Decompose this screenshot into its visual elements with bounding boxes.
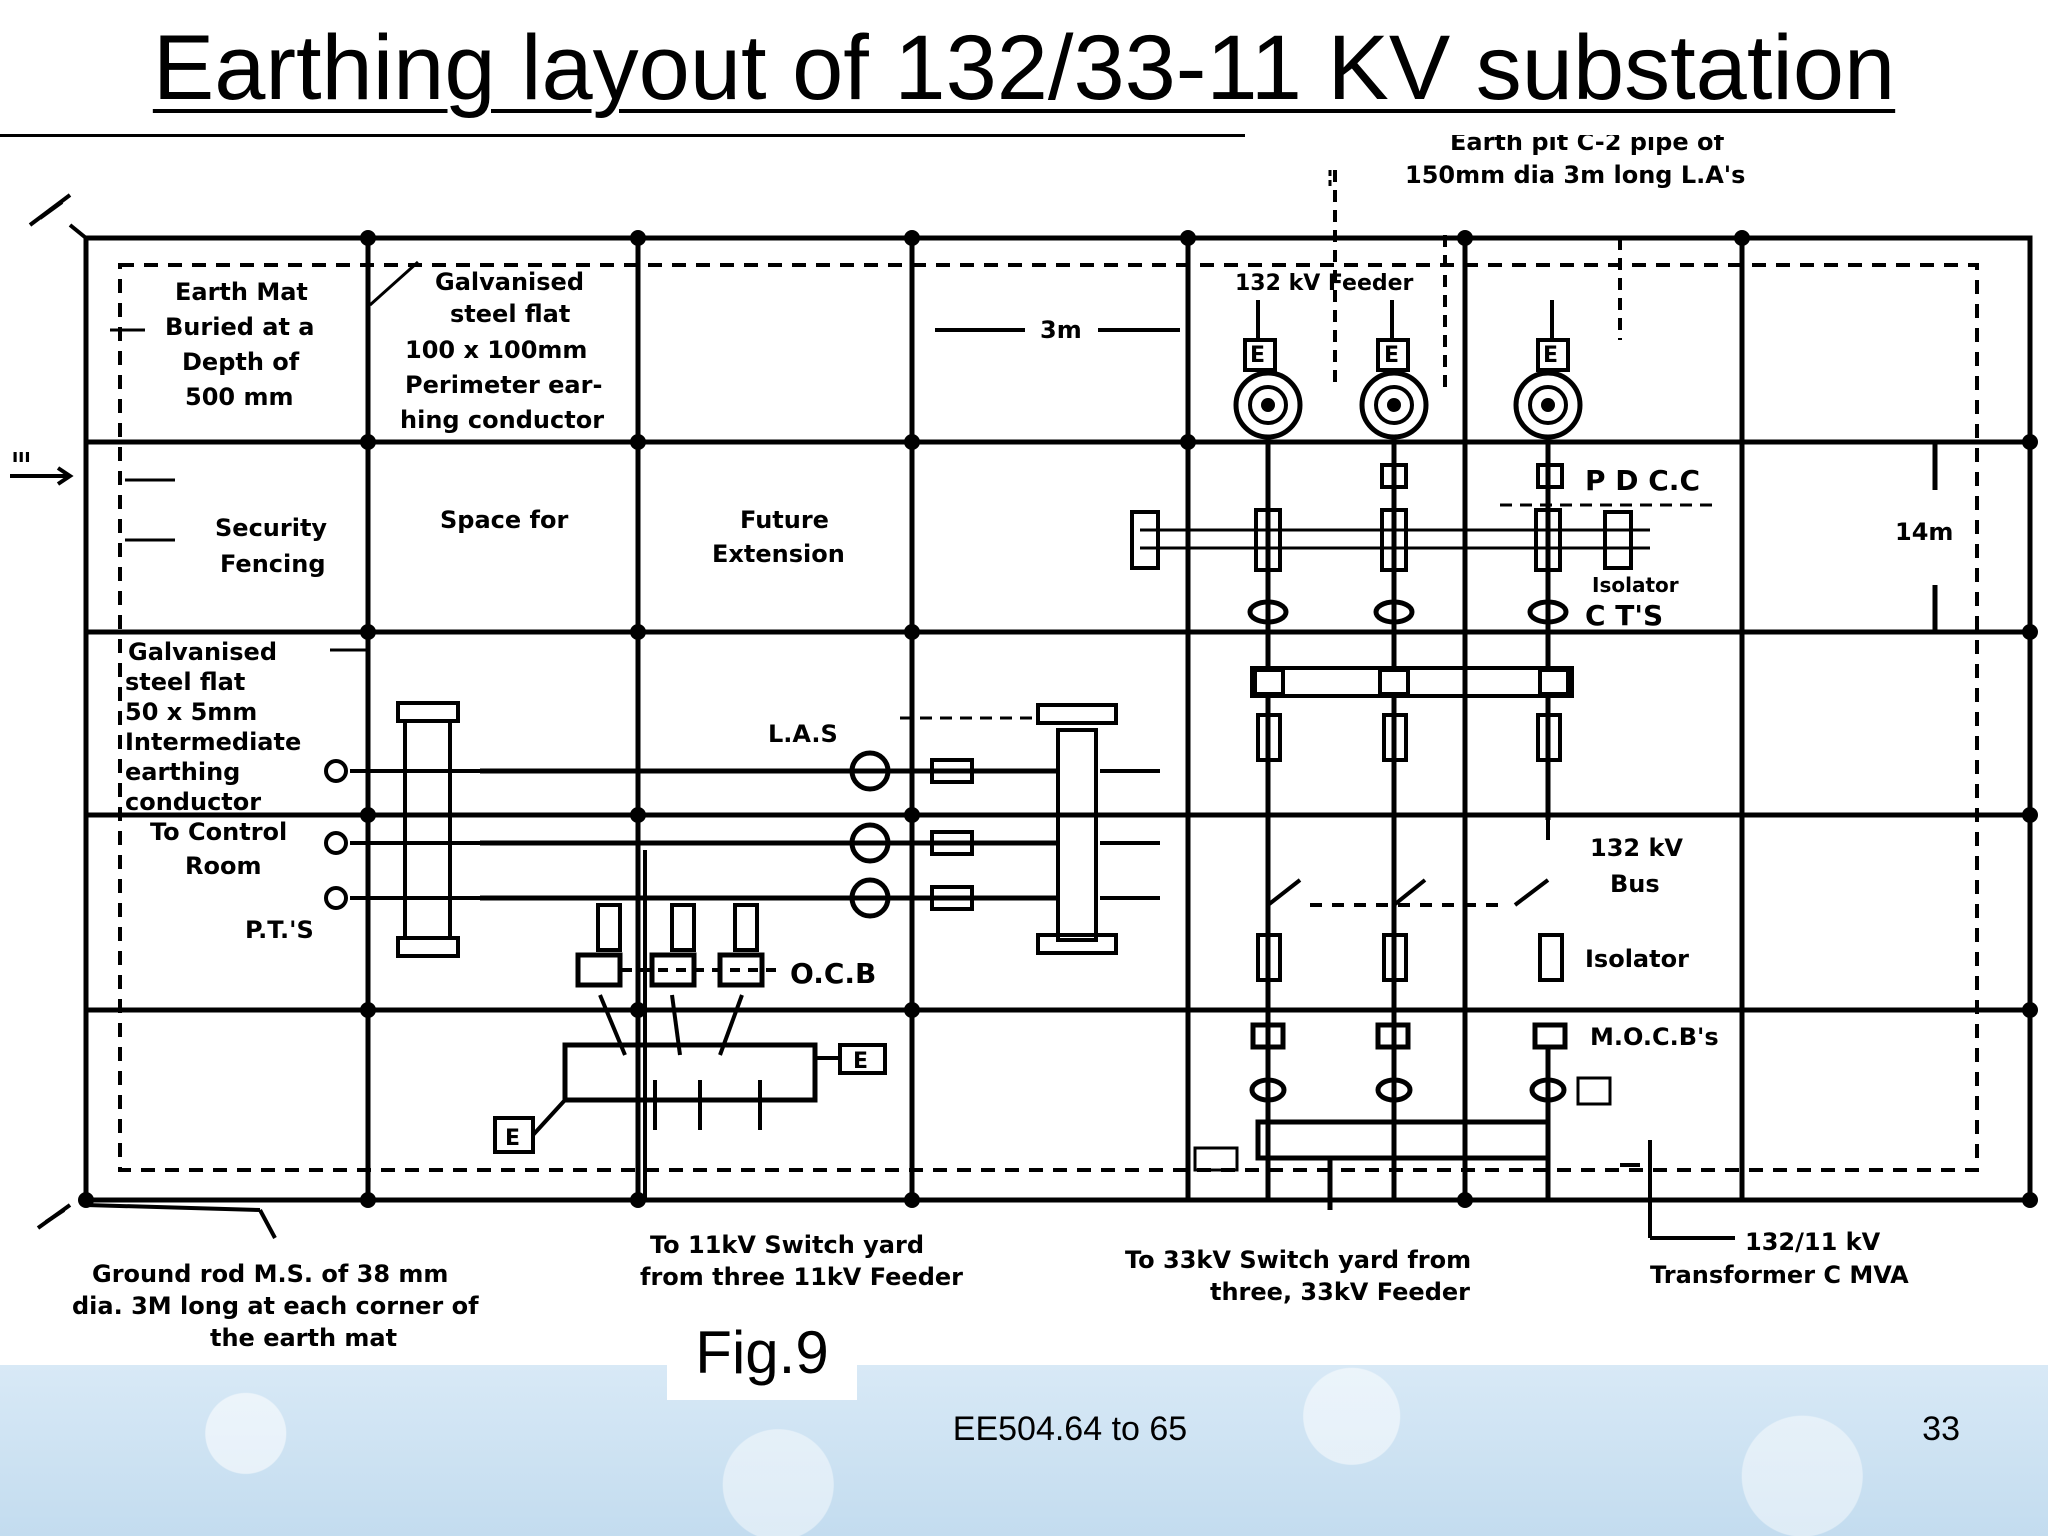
label-3m: 3m: [1040, 316, 1082, 344]
fence-arrows: [110, 328, 175, 542]
label-14m: 14m: [1895, 518, 1953, 546]
label-earth-pit-1: Earth pit C-2 pipe of: [1450, 135, 1724, 156]
label-security-2: Fencing: [220, 550, 326, 578]
pointer-lines: [330, 170, 1332, 652]
label-switchyard-11kv-2: from three 11kV Feeder: [640, 1263, 963, 1291]
diagram-labels: Earth pit C-2 pipe of 150mm dia 3m long …: [12, 135, 1953, 1352]
transformer-lead: [1620, 1140, 1735, 1240]
footer-background: [0, 1365, 2048, 1536]
label-e-marker-1: E: [1250, 343, 1265, 368]
label-switchyard-33kv-1: To 33kV Switch yard from: [1125, 1246, 1471, 1274]
label-e-marker-3: E: [1543, 343, 1558, 368]
label-switchyard-33kv-2: three, 33kV Feeder: [1210, 1278, 1470, 1306]
page-number: 33: [1922, 1410, 1960, 1448]
ground-rod-top-left: [28, 193, 88, 240]
label-intermediate-4: Intermediate: [125, 728, 301, 756]
label-isolator-1: Isolator: [1592, 573, 1679, 597]
label-intermediate-5: earthing: [125, 758, 240, 786]
isolator-row-lower: [1256, 878, 1564, 982]
label-perimeter-2: steel flat: [450, 300, 570, 328]
title-rule: [0, 134, 1245, 137]
label-cts: C T'S: [1585, 599, 1663, 632]
label-intermediate-2: steel flat: [125, 668, 245, 696]
ocb-bay: [493, 850, 887, 1200]
ground-rod-bottom-left: [36, 1203, 277, 1239]
feeder-bay-3: [1513, 300, 1583, 820]
figure-label: Fig.9: [667, 1306, 857, 1400]
label-earth-mat-2: Buried at a: [165, 313, 314, 341]
label-perimeter-4: Perimeter ear-: [405, 371, 602, 399]
label-pdcc: P D C.C: [1585, 464, 1700, 497]
earthing-layout-diagram: Earth pit C-2 pipe of 150mm dia 3m long …: [10, 135, 2038, 1352]
label-e-marker-5: E: [505, 1126, 520, 1151]
label-intermediate-6: conductor: [125, 788, 261, 816]
label-e-marker-2: E: [1384, 343, 1399, 368]
label-control-room-2: Room: [185, 852, 261, 880]
label-earth-mat-3: Depth of: [182, 348, 300, 376]
label-e-marker-4: E: [853, 1049, 868, 1074]
course-code: EE504.64 to 65: [952, 1410, 1188, 1448]
la-bay-left: [480, 703, 1160, 955]
label-incoming: ııı: [12, 446, 31, 467]
label-intermediate-1: Galvanised: [128, 638, 277, 666]
label-earth-mat-4: 500 mm: [185, 383, 293, 411]
la-earth-pit-leads: [1333, 170, 1622, 390]
label-future-1: Future: [740, 506, 829, 534]
label-bus-132kv-1: 132 kV: [1590, 834, 1683, 862]
label-mocbs: M.O.C.B's: [1590, 1023, 1719, 1051]
label-earth-mat-1: Earth Mat: [175, 278, 308, 306]
label-isolator-2: Isolator: [1585, 945, 1689, 973]
label-perimeter-3: 100 x 100mm: [405, 336, 587, 364]
label-bus-132kv-2: Bus: [1610, 870, 1660, 898]
label-transformer-1: 132/11 kV: [1745, 1228, 1881, 1256]
pdcc-row: [1130, 463, 1650, 572]
pt-rack: [324, 701, 480, 958]
label-ocb: O.C.B: [790, 957, 876, 990]
label-ground-rod-1: Ground rod M.S. of 38 mm: [92, 1260, 448, 1288]
slide-title: Earthing layout of 132/33-11 KV substati…: [152, 17, 1896, 119]
label-las: L.A.S: [768, 720, 838, 748]
label-perimeter-5: hing conductor: [400, 406, 604, 434]
mocb-row: [1193, 1022, 1612, 1210]
earth-mat-perimeter: [83, 235, 2033, 1203]
label-pts: P.T.'S: [245, 916, 314, 944]
label-feeder-132kv: 132 kV Feeder: [1235, 271, 1414, 296]
label-perimeter-1: Galvanised: [435, 268, 584, 296]
security-fence: [118, 263, 1979, 1172]
label-switchyard-11kv-1: To 11kV Switch yard: [650, 1231, 924, 1259]
label-space-for: Space for: [440, 506, 568, 534]
label-transformer-2: Transformer C MVA: [1650, 1261, 1909, 1289]
label-intermediate-3: 50 x 5mm: [125, 698, 257, 726]
label-future-2: Extension: [712, 540, 845, 568]
label-ground-rod-2: dia. 3M long at each corner of: [72, 1292, 479, 1320]
earth-mat-grid: [83, 235, 2033, 1203]
ct-row: [1247, 599, 1569, 625]
incoming-arrow: [10, 466, 74, 486]
label-earth-pit-2: 150mm dia 3m long L.A's: [1405, 161, 1745, 189]
label-security-1: Security: [215, 514, 327, 542]
grid-junctions: [78, 230, 2038, 1208]
bus-132kv: [1250, 666, 1574, 840]
label-ground-rod-3: the earth mat: [210, 1324, 397, 1352]
feeder-bay-1: [1233, 300, 1303, 1200]
feeder-bay-2: [1359, 300, 1429, 1200]
label-control-room-1: To Control: [150, 818, 287, 846]
